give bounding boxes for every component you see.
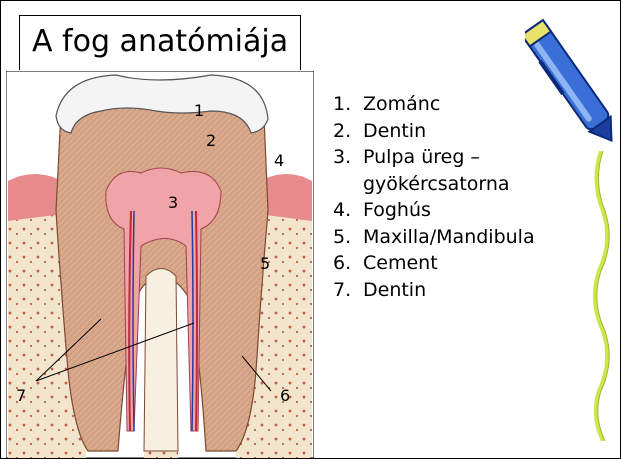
list-text: Dentin	[363, 118, 426, 145]
list-text: Pulpa üreg –	[363, 144, 480, 171]
list-item: 6. Cement	[333, 250, 535, 277]
list-item: 3. Pulpa üreg –	[333, 144, 535, 171]
list-text: Foghús	[363, 197, 431, 224]
list-item: 4. Foghús	[333, 197, 535, 224]
slide-title: A fog anatómiája	[32, 24, 288, 59]
list-number: 4.	[333, 197, 363, 224]
list-text: Zománc	[363, 91, 440, 118]
title-box: A fog anatómiája	[19, 15, 301, 70]
list-number: 2.	[333, 118, 363, 145]
decorative-ribbon-icon	[589, 151, 613, 441]
label-4: 4	[274, 151, 284, 170]
list-item: 5. Maxilla/Mandibula	[333, 224, 535, 251]
label-7: 7	[16, 386, 26, 405]
list-item: 1. Zománc	[333, 91, 535, 118]
pen-clipart-icon	[525, 7, 617, 155]
legend-list: 1. Zománc 2. Dentin 3. Pulpa üreg – gyök…	[333, 91, 535, 303]
label-6: 6	[280, 386, 290, 405]
list-number: 1.	[333, 91, 363, 118]
list-number: 3.	[333, 144, 363, 171]
list-item-continuation: gyökércsatorna	[333, 171, 535, 198]
list-item: 2. Dentin	[333, 118, 535, 145]
list-text: Dentin	[363, 277, 426, 304]
label-2: 2	[206, 131, 216, 150]
list-text: Maxilla/Mandibula	[363, 224, 535, 251]
label-1: 1	[194, 101, 204, 120]
tooth-anatomy-illustration: 1 2 3 4 5 6 7	[6, 71, 314, 458]
list-number: 5.	[333, 224, 363, 251]
label-5: 5	[260, 254, 270, 273]
list-number: 7.	[333, 277, 363, 304]
list-item: 7. Dentin	[333, 277, 535, 304]
list-text: Cement	[363, 250, 438, 277]
label-3: 3	[168, 193, 178, 212]
list-number: 6.	[333, 250, 363, 277]
list-text: gyökércsatorna	[363, 171, 510, 198]
